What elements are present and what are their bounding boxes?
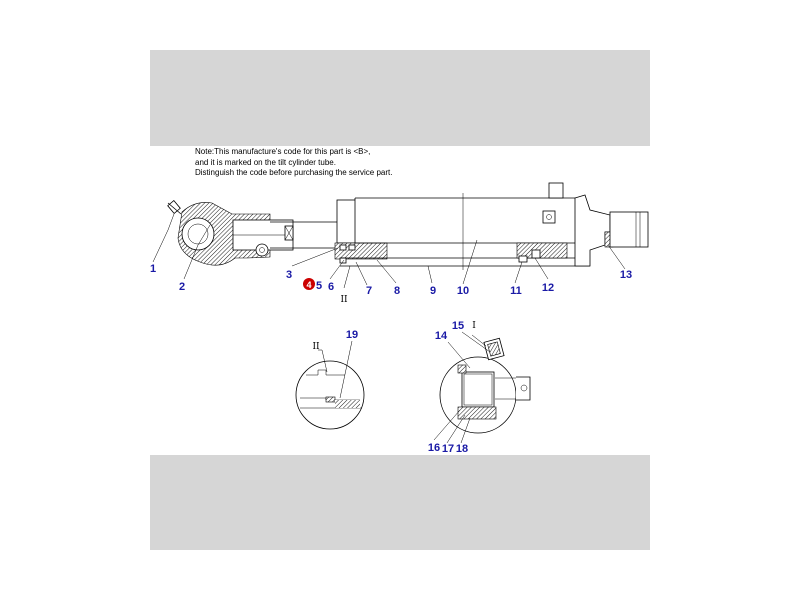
main-leader-lines xyxy=(152,213,626,289)
detail-mark-ii-detail: II xyxy=(312,342,320,352)
detail-mark-ii-main: II xyxy=(340,295,348,305)
callout-5: 5 xyxy=(316,280,322,292)
callout-10: 10 xyxy=(457,285,469,297)
callout-14: 14 xyxy=(435,330,448,342)
purchase-note: Note:This manufacture's code for this pa… xyxy=(195,147,392,179)
note-line-3: Distinguish the code before purchasing t… xyxy=(195,168,393,177)
callout-19: 19 xyxy=(346,329,358,341)
cylinder-assembly xyxy=(167,182,649,270)
piston-rod xyxy=(270,221,340,249)
drawing-sheet xyxy=(150,146,650,455)
detail-mark-i: I xyxy=(472,321,476,331)
callout-16: 16 xyxy=(428,442,440,454)
detail-ii xyxy=(295,340,365,430)
callout-1: 1 xyxy=(150,263,156,275)
callout-3: 3 xyxy=(286,269,292,281)
callout-6: 6 xyxy=(328,281,334,293)
note-line-1: Note:This manufacture's code for this pa… xyxy=(195,147,371,156)
callout-13: 13 xyxy=(620,269,632,281)
callout-12: 12 xyxy=(542,282,554,294)
piston xyxy=(516,242,568,263)
callout-15: 15 xyxy=(452,320,464,332)
item-4-marker xyxy=(303,278,315,290)
port-boss xyxy=(542,182,564,224)
callout-7: 7 xyxy=(366,285,372,297)
top-gray-band xyxy=(150,50,650,146)
rod-eye xyxy=(177,202,294,266)
grease-fitting xyxy=(167,200,182,215)
callout-8: 8 xyxy=(394,285,400,297)
callout-9: 9 xyxy=(430,285,436,297)
callout-4: 4 xyxy=(306,280,311,290)
callout-17: 17 xyxy=(442,443,454,455)
callout-2: 2 xyxy=(179,281,185,293)
callout-11: 11 xyxy=(510,285,522,297)
bottom-cap xyxy=(574,194,649,267)
cylinder-head xyxy=(334,199,388,264)
bottom-gray-band xyxy=(150,455,650,550)
callout-18: 18 xyxy=(456,443,468,455)
note-line-2: and it is marked on the tilt cylinder tu… xyxy=(195,157,336,167)
detail-i xyxy=(433,331,531,444)
